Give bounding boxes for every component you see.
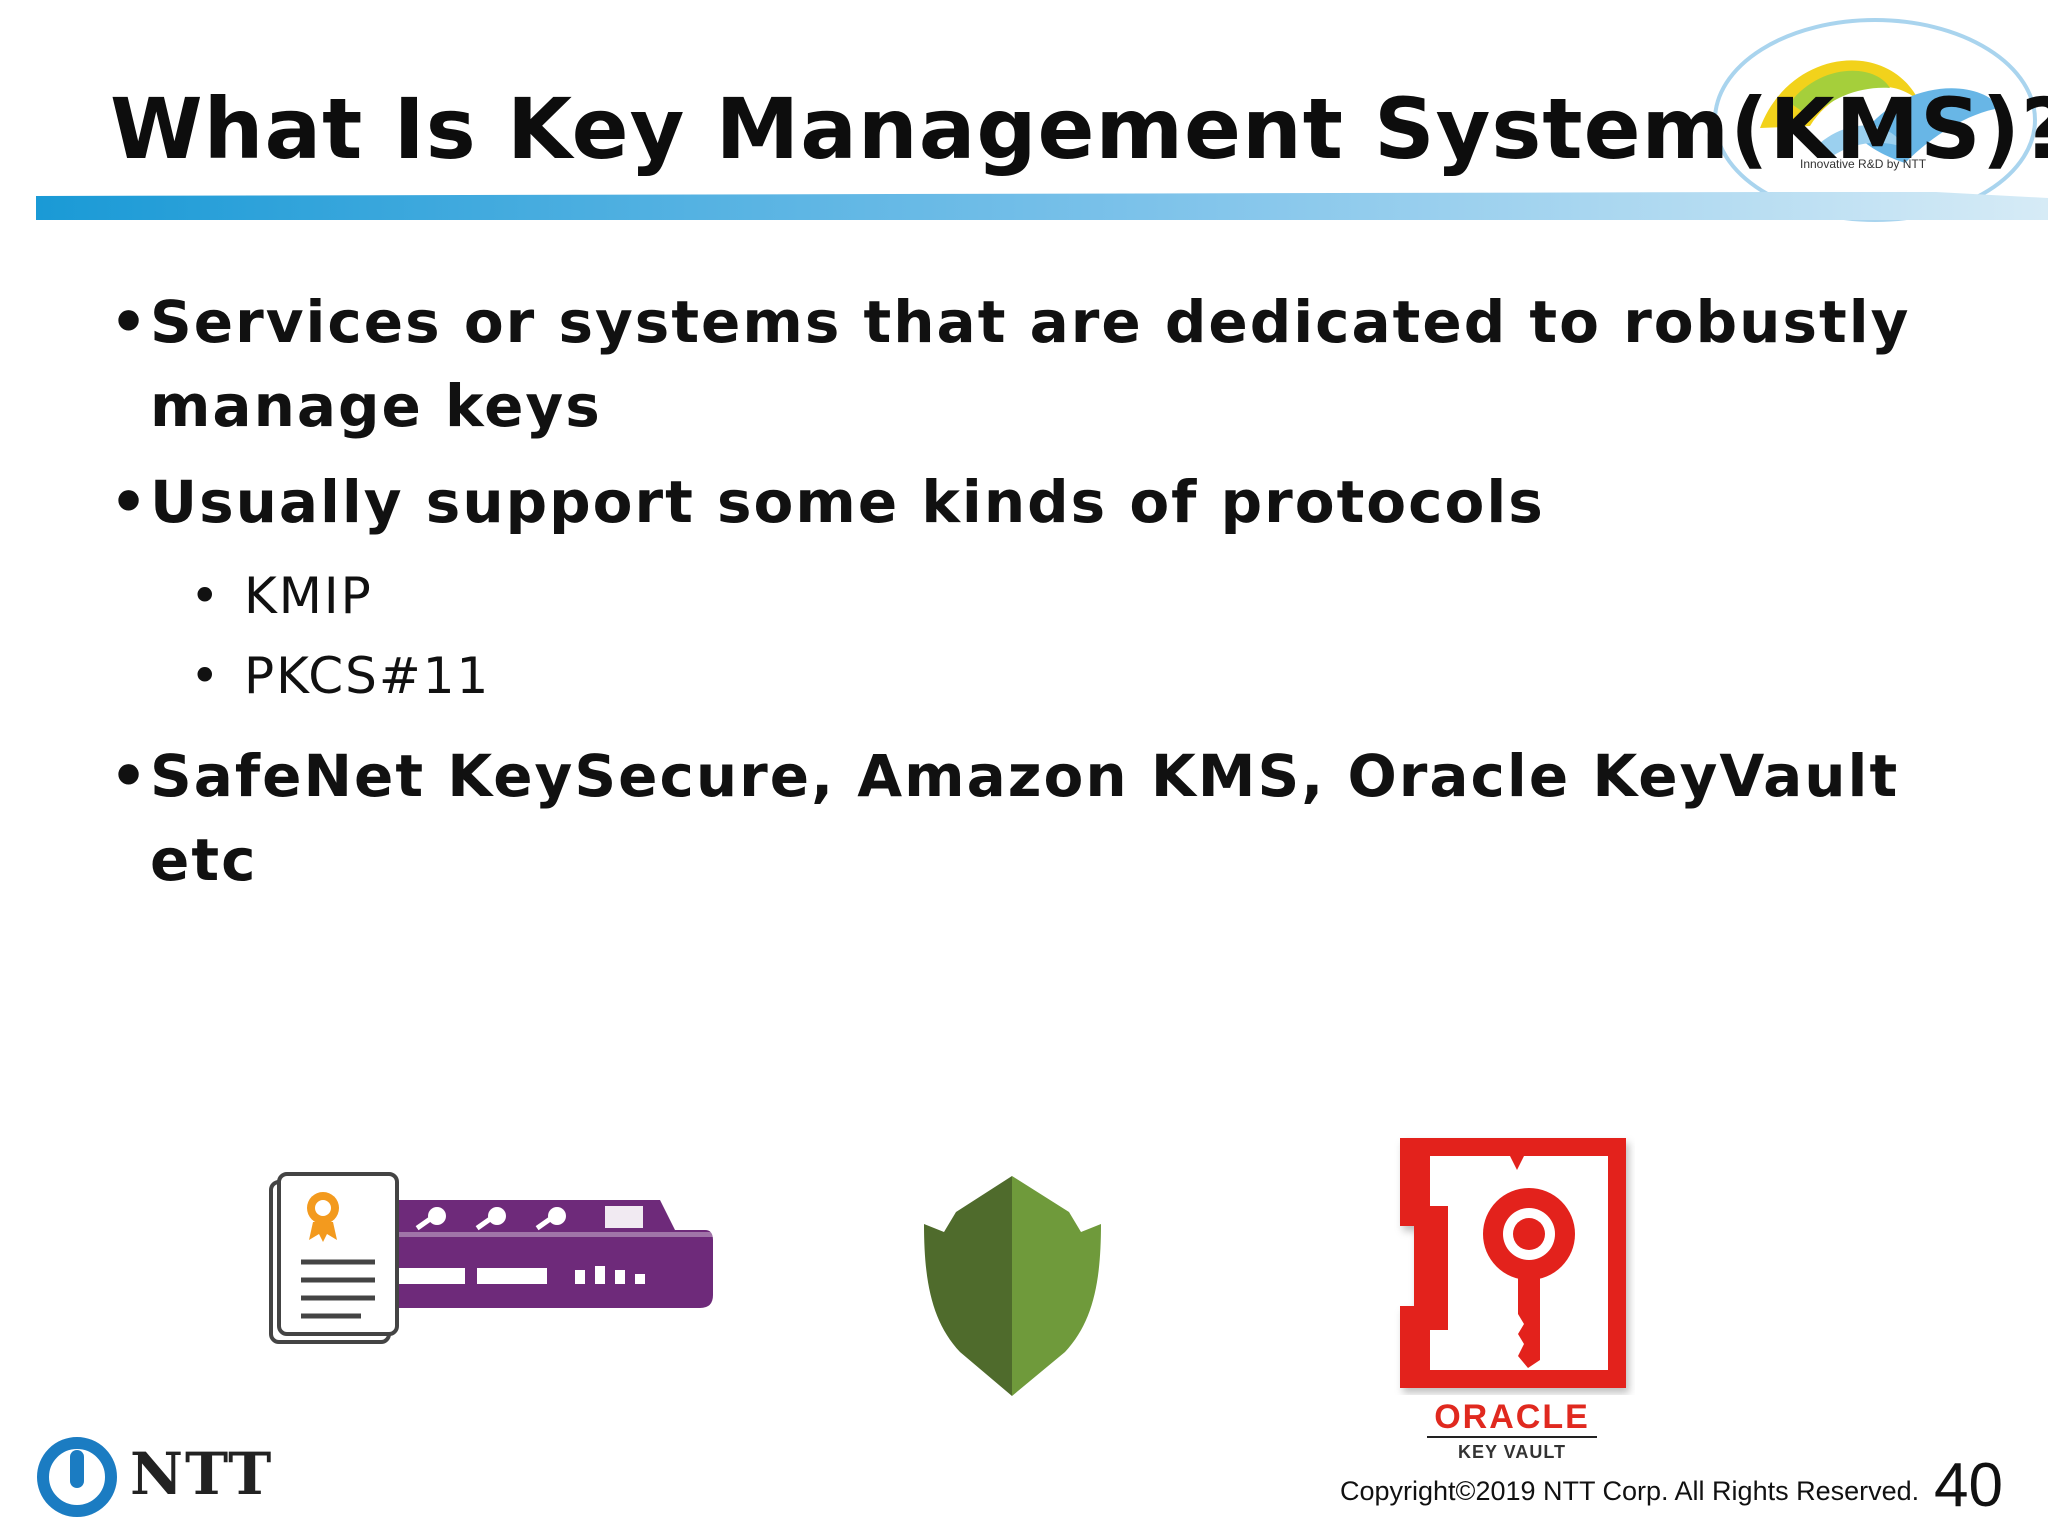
bullet-item: Services or systems that are dedicated t… bbox=[110, 280, 1960, 448]
logo-tagline: Innovative R&D by NTT bbox=[1800, 157, 1927, 171]
innovative-rd-logo: Innovative R&D by NTT bbox=[1713, 18, 2037, 222]
bullet-item: Usually support some kinds of protocols bbox=[110, 460, 1960, 544]
oracle-product-label: KEY VAULT bbox=[1457, 1442, 1566, 1462]
oracle-key-vault-icon bbox=[1400, 1138, 1626, 1388]
sub-bullet-item: PKCS#11 bbox=[190, 636, 1960, 716]
aws-kms-shield-icon bbox=[924, 1176, 1101, 1396]
page-title: What Is Key Management System(KMS)? bbox=[110, 80, 2048, 178]
ntt-logo-text: NTT bbox=[130, 1440, 274, 1508]
sub-bullet-list: KMIP PKCS#11 bbox=[190, 556, 1960, 716]
oracle-divider bbox=[1427, 1436, 1597, 1438]
sub-bullet-item: KMIP bbox=[190, 556, 1960, 636]
bullet-item: SafeNet KeySecure, Amazon KMS, Oracle Ke… bbox=[110, 734, 1960, 902]
ntt-logo-icon bbox=[37, 1437, 117, 1517]
oracle-brand-label: ORACLE bbox=[1434, 1398, 1590, 1436]
bullet-list: Services or systems that are dedicated t… bbox=[110, 280, 1960, 914]
header-divider bbox=[36, 192, 2048, 220]
page-number: 40 bbox=[1934, 1451, 2003, 1520]
copyright-notice: Copyright©2019 NTT Corp. All Rights Rese… bbox=[1340, 1476, 1920, 1506]
keysecure-appliance-icon bbox=[269, 1172, 713, 1344]
